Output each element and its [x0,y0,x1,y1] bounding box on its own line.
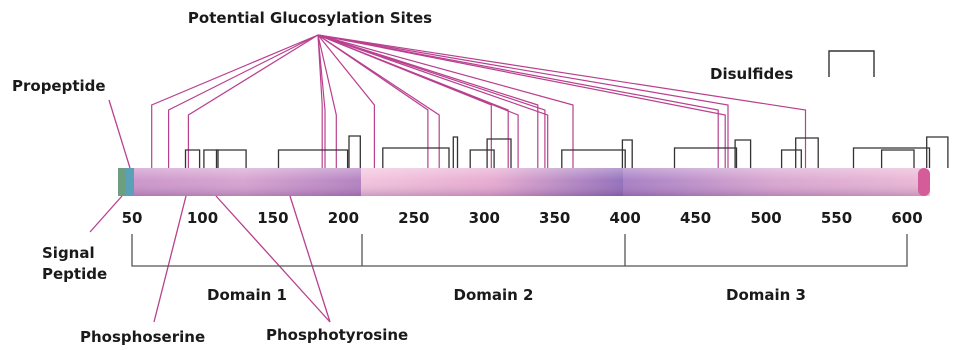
glucosylation-site-line [317,34,539,168]
disulfide-bond-bracket [673,147,738,168]
disulfide-bond-bracket [795,137,819,168]
disulfide-bond-bracket [215,149,247,168]
glucosylation-site-line [317,34,375,168]
disulfide-bond-bracket [382,147,450,168]
glucosylation-site-line [317,34,549,168]
disulfide-brackets [184,135,949,168]
disulfide-bond-bracket [452,136,459,168]
scale-tick-label: 300 [469,209,500,227]
phosphoserine-label: Phosphoserine [80,328,205,346]
scale-tick-label: 500 [750,209,781,227]
bar-end-cap [918,168,930,196]
signal-peptide-segment [118,168,127,196]
glucosylation-site-line [317,34,807,168]
disulfide-bond-bracket [486,138,512,168]
disulfide-bond-bracket [469,149,495,168]
disulfide-bond-bracket [203,149,219,168]
glucosylation-site-line [317,34,440,168]
scale-tick-label: 250 [398,209,429,227]
disulfide-bond-bracket [277,149,349,168]
disulfide-bond-bracket [348,135,361,168]
disulfide-bond-bracket [780,149,802,168]
scale-and-domain-brackets: 50 100 150 200 250 300 350 400 450 500 550 600Domai… [122,209,923,304]
signal-label-line2: Peptide [42,265,107,283]
glucosylation-lines [151,34,807,168]
scale-tick-label: 150 [257,209,288,227]
phosphoserine-leader [153,195,187,323]
bar-shading [118,168,930,196]
domain-label: Domain 1 [207,286,287,304]
scale-tick-label: 50 [122,209,143,227]
disulfide-bond-bracket [880,149,915,168]
glucosylation-site-line [187,34,319,168]
disulfide-bond-bracket [852,147,931,168]
propeptide-leader [108,99,131,169]
phosphotyrosine-leader-2 [289,195,331,323]
protein-bar [118,168,930,196]
disulfide-bond-bracket [621,139,633,168]
disulfide-legend-bracket [828,50,875,77]
phosphotyrosine-leader-1 [215,195,331,323]
glucosylation-site-line [317,34,429,168]
glucosylation-site-line [317,34,729,168]
glucosylation-site-line [317,34,726,168]
disulfides-label: Disulfides [710,65,793,83]
propeptide-segment [126,168,134,196]
scale-tick-label: 450 [680,209,711,227]
domain-label: Domain 3 [726,286,806,304]
signal-peptide-leader [89,195,123,233]
glucosylation-site-line [317,34,519,168]
glucosylation-site-line [151,34,319,168]
phosphotyrosine-label: Phosphotyrosine [266,326,408,344]
scale-tick-label: 600 [891,209,922,227]
glucosylation-site-line [317,34,326,168]
disulfide-bond-bracket [734,139,752,168]
scale-tick-label: 350 [539,209,570,227]
disulfide-bond-bracket [561,149,626,168]
scale-tick-label: 400 [610,209,641,227]
domain-scale-bracket [131,234,908,267]
glucosylation-site-line [168,34,319,168]
domain-label: Domain 2 [454,286,534,304]
scale-tick-label: 550 [821,209,852,227]
glucosylation-site-line [317,34,323,168]
glucosylation-site-line [317,34,719,168]
disulfide-bond-bracket [184,149,201,168]
propeptide-label: Propeptide [12,77,106,95]
disulfide-bond-bracket [926,136,949,168]
signal-label-line1: Signal [42,244,95,262]
glucosylation-site-line [317,34,574,168]
scale-tick-label: 100 [187,209,218,227]
glucosylation-site-line [317,34,546,168]
scale-tick-label: 200 [328,209,359,227]
glucosylation-label: Potential Glucosylation Sites [188,9,432,27]
